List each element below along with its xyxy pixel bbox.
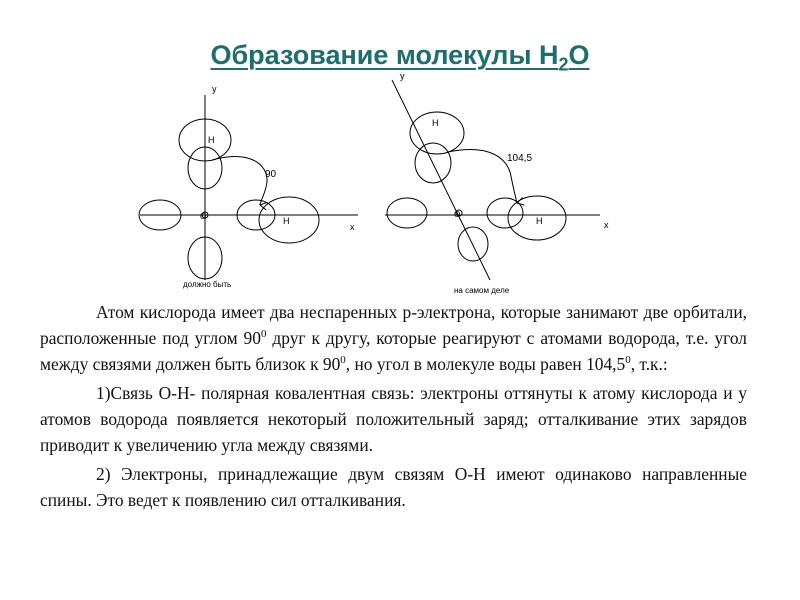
left-p-orbital-top-upper [178,118,232,162]
title-main: Образование молекулы Н [210,40,559,71]
right-p-orbital-left [386,197,428,229]
page-title: Образование молекулы Н2О [0,40,800,75]
paragraph-3: 2) Электроны, принадлежащие двум связям … [40,464,747,510]
right-h-orbital-right [507,195,567,241]
right-p-orbital-right-lobe [486,197,524,229]
left-p-orbital-bottom [187,236,223,280]
left-angle-label: 90 [265,169,277,180]
right-diagram [385,79,600,281]
paragraph-1: Атом кислорода имеет два неспаренных р-э… [40,302,747,374]
left-h-orbital-right [258,196,320,244]
left-caption: должно быть [183,280,231,289]
left-p-orbital-left [138,199,182,231]
title-end: О [568,40,590,71]
right-angle-label: 104,5 [507,153,532,164]
left-h-right-label: Н [283,216,290,226]
left-p-orbital-right-lobe [236,199,276,231]
right-caption: на самом деле [454,286,510,295]
right-h-top-label: Н [432,118,439,128]
paragraph-2: 1)Связь О-Н- полярная ковалентная связь:… [40,383,747,455]
title-subscript: 2 [558,54,569,75]
right-h-right-label: Н [536,216,543,226]
right-axis-y-label: у [400,71,405,81]
left-axis-x-label: х [350,222,355,232]
right-angle-arrow [447,149,517,203]
right-y-axis [391,79,491,281]
left-axis-y-label: у [212,84,217,94]
left-oxygen-center [201,211,209,219]
orbital-diagram: у х Н Н О 90 должно быть у х Н Н О 104,5… [138,71,609,295]
right-oxygen-center [455,209,463,217]
right-p-orbital-bottom [457,226,489,262]
right-axis-x-label: х [604,220,609,230]
body-text: Атом кислорода имеет два неспаренных р-э… [40,299,747,516]
right-o-label: О [454,210,460,219]
left-angle-arrow [211,156,267,205]
right-p-orbital-top-lower [414,142,452,184]
left-p-orbital-top-lower [187,146,223,190]
right-p-orbital-top-upper [409,111,465,155]
left-h-top-label: Н [208,135,215,145]
left-diagram [138,95,358,280]
left-o-label: О [200,212,206,221]
